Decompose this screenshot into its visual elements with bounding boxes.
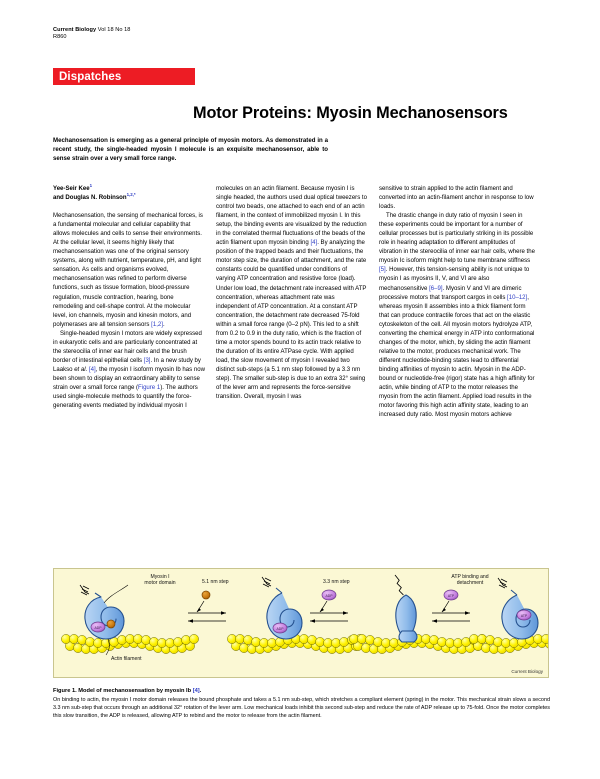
paragraph-2-text-a: Single-headed myosin I motors are widely… [53, 330, 202, 364]
figure-state-3 [348, 574, 488, 655]
figure-label-step-5-1nm: 5.1 nm step [202, 579, 229, 585]
figure-label-motor-domain-line1: Myosin I [150, 574, 170, 580]
paragraph-1-end: . [162, 321, 165, 328]
figure-caption-title-end: . [199, 688, 202, 694]
figure-label-step-3-3nm: 3.3 nm step [323, 579, 350, 585]
paragraph-5: The drastic change in duty ratio of myos… [379, 212, 535, 420]
figure-state-4: ATP [468, 577, 548, 655]
figure-label-actin-filament: Actin filament [111, 656, 142, 662]
page-number: R860 [53, 34, 67, 41]
figure-caption-body: On binding to actin, the myosin I motor … [53, 697, 550, 719]
dispatches-banner: Dispatches [53, 68, 195, 85]
figure-label-atp-line1: ATP binding and [451, 574, 489, 580]
body-column-3: sensitive to strain applied to the actin… [379, 185, 535, 420]
figure-label-atp-line2: detachment [456, 580, 484, 587]
figure-credit: Current Biology [511, 669, 543, 674]
figure-state-2: ADP [226, 576, 366, 655]
paragraph-3-text-b: . By analyzing the position of the trapp… [216, 240, 367, 401]
figure-arrows-1 [188, 590, 226, 623]
figure-label-atp-binding: ATP binding and detachment [432, 574, 508, 587]
figure-caption-citation: [4] [192, 688, 200, 694]
figure-caption-title-text: Figure 1. Model of mechanosensation by m… [53, 688, 193, 694]
citation-3: [3] [143, 357, 151, 364]
citation-1-2: [1,2] [151, 321, 163, 328]
citation-6-9: [6–9] [429, 285, 443, 292]
svg-text:ADP: ADP [95, 626, 103, 630]
article-standfirst: Mechanosensation is emerging as a genera… [53, 137, 328, 163]
author-1: Yee-Seir Kee [53, 186, 90, 192]
author-list: Yee-Seir Kee1 and Douglas N. Robinson1,2… [53, 182, 205, 203]
paragraph-2-text-e: ). The authors used single-molecule meth… [53, 384, 198, 410]
paragraph-3-text-a: molecules on an actin filament. Because … [216, 186, 367, 247]
figure-label-motor-domain-line2: motor domain [144, 580, 176, 587]
paragraph-2-text-b: . In a new study by Laakso [53, 357, 201, 373]
svg-text:ATP: ATP [521, 614, 528, 618]
paragraph-2: Single-headed myosin I motors are widely… [53, 330, 205, 411]
paragraph-5-text-d: , whereas myosin II assembles into a thi… [379, 294, 535, 419]
svg-text:ADP: ADP [277, 627, 285, 631]
paragraph-5-text-a: The drastic change in duty ratio of myos… [379, 213, 535, 265]
author-2-affiliation: 1,2,* [126, 192, 136, 198]
figure-reference: Figure 1 [138, 384, 161, 391]
dispatches-banner-label: Dispatches [59, 70, 122, 83]
journal-issue: Vol 18 No 18 [97, 27, 131, 33]
figure-1-panel: ADP [53, 568, 549, 678]
running-head: Current Biology Vol 18 No 18 R860 [53, 27, 130, 42]
body-column-2: molecules on an actin filament. Because … [216, 185, 368, 402]
journal-name: Current Biology [53, 27, 97, 33]
latin-et-al: et al. [74, 366, 88, 373]
figure-label-motor-domain: Myosin I motor domain [128, 574, 192, 587]
citation-4: [4] [89, 366, 96, 373]
paragraph-5-text-c: . Myosin V and VI are dimeric processive… [379, 285, 522, 301]
figure-arrows-2: ADP [310, 589, 348, 623]
paragraph-1: Mechanosensation, the sensing of mechani… [53, 212, 205, 330]
paragraph-3: molecules on an actin filament. Because … [216, 185, 368, 402]
paragraph-1-text: Mechanosensation, the sensing of mechani… [53, 213, 203, 328]
citation-4-b: [4] [310, 240, 318, 247]
running-head-line1: Current Biology Vol 18 No 18 [53, 27, 130, 34]
paragraph-2-text-d: , the myosin I isoform myosin Ib has now… [53, 366, 205, 391]
page-title: Motor Proteins: Myosin Mechanosensors [193, 103, 508, 122]
citation-10-12: [10–12] [507, 294, 528, 301]
svg-text:ADP: ADP [326, 594, 334, 598]
figure-1-diagram: ADP [60, 574, 548, 656]
paragraph-4: sensitive to strain applied to the actin… [379, 186, 534, 211]
figure-state-1: ADP [60, 584, 200, 656]
figure-arrows-3: ATP [432, 589, 470, 623]
citation-5: [5] [379, 267, 386, 274]
svg-text:ATP: ATP [448, 594, 455, 598]
figure-caption-title: Figure 1. Model of mechanosensation by m… [53, 687, 553, 695]
author-1-affiliation: 1 [89, 182, 93, 188]
paragraph-5-text-b: . However, this tension-sensing ability … [379, 267, 530, 292]
author-2: and Douglas N. Robinson [53, 195, 127, 202]
body-column-1: Yee-Seir Kee1 and Douglas N. Robinson1,2… [53, 182, 205, 411]
